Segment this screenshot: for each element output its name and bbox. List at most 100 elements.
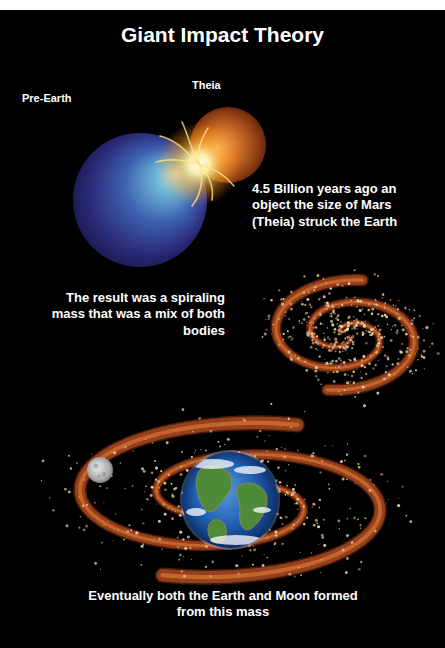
debris-particle <box>378 360 379 361</box>
debris-particle <box>270 299 272 301</box>
debris-particle <box>338 391 340 393</box>
debris-particle <box>390 299 392 301</box>
spiral-arm <box>348 341 349 342</box>
spiral-arm <box>346 341 349 344</box>
debris-particle <box>287 330 289 332</box>
impact-flame <box>192 164 202 206</box>
spiral-arm <box>347 340 350 343</box>
debris-particle <box>328 292 331 295</box>
debris-particle <box>316 274 319 277</box>
spiral-arm <box>349 337 350 338</box>
debris-particle <box>346 342 348 344</box>
debris-particle <box>411 319 414 322</box>
spiral-arm <box>311 335 316 340</box>
debris-particle <box>290 308 293 311</box>
debris-particle <box>323 295 326 298</box>
debris-particle <box>425 326 428 329</box>
debris-particle <box>365 330 367 332</box>
spiral-arm <box>288 418 298 431</box>
debris-particle <box>354 269 356 271</box>
debris-particle <box>409 372 410 373</box>
debris-particle <box>282 298 284 300</box>
debris-particle <box>347 322 349 324</box>
debris-particle <box>320 323 322 325</box>
spiral-arm <box>328 385 332 395</box>
spiral-arm <box>358 274 362 287</box>
debris-particle <box>397 330 399 332</box>
debris-particle <box>377 313 379 315</box>
debris-particle <box>398 300 400 302</box>
debris-particle <box>374 364 376 366</box>
debris-particle <box>338 345 340 347</box>
debris-particle <box>325 308 328 311</box>
debris-particle <box>412 336 414 338</box>
debris-particle <box>298 320 300 322</box>
debris-particle <box>273 324 275 326</box>
spiral-arm <box>346 342 349 345</box>
debris-particle <box>310 306 312 308</box>
debris-particle <box>314 333 316 335</box>
debris-particle <box>348 282 351 285</box>
debris-particle <box>340 346 341 347</box>
debris-particle <box>288 318 289 319</box>
debris-particle <box>348 316 351 319</box>
debris-particle <box>352 341 354 343</box>
debris-particle <box>344 325 345 326</box>
debris-particle <box>330 343 332 345</box>
debris-particle <box>340 394 341 395</box>
spiral-arm <box>346 339 352 345</box>
spiral-arm <box>328 384 332 397</box>
debris-particle <box>354 297 355 298</box>
debris-particle <box>409 349 412 352</box>
debris-particle <box>337 371 338 372</box>
debris-particle <box>281 303 284 306</box>
debris-particle <box>360 371 361 372</box>
debris-particle <box>315 348 317 350</box>
debris-particle <box>350 381 351 382</box>
debris-particle <box>308 330 310 332</box>
debris-particle <box>336 370 338 372</box>
debris-particle <box>317 379 320 382</box>
debris-particle <box>361 323 363 325</box>
debris-particle <box>315 366 318 369</box>
debris-particle <box>409 370 412 373</box>
debris-particle <box>290 291 293 294</box>
debris-particle <box>412 373 413 374</box>
spiral-arm <box>340 326 343 329</box>
debris-particle <box>325 305 327 307</box>
debris-particle <box>400 351 403 354</box>
debris-particle <box>374 303 376 305</box>
debris-particle <box>288 350 291 353</box>
spiral-arm <box>348 341 349 342</box>
debris-particle <box>372 367 374 369</box>
spiral-arm <box>338 325 344 331</box>
debris-particle <box>351 335 354 338</box>
debris-particle <box>303 318 306 321</box>
debris-particle <box>324 339 326 341</box>
debris-particle <box>378 338 381 341</box>
spiral-arm <box>347 342 348 343</box>
debris-particle <box>340 325 342 327</box>
debris-particle <box>284 315 286 317</box>
spiral-arm <box>344 340 350 346</box>
debris-particle <box>340 347 341 348</box>
spiral-arm <box>343 322 350 328</box>
spiral-arm <box>341 325 344 328</box>
debris-particle <box>334 328 337 331</box>
debris-particle <box>401 343 403 345</box>
debris-spiral <box>41 403 412 578</box>
debris-particle <box>313 289 315 291</box>
debris-particle <box>391 329 392 330</box>
debris-particle <box>313 322 314 323</box>
spiral-arm <box>311 334 316 339</box>
spiral-arm <box>346 339 352 345</box>
debris-particle <box>278 343 280 345</box>
debris-particle <box>368 303 370 305</box>
debris-particle <box>356 333 358 335</box>
debris-particle <box>415 369 417 371</box>
spiral-arm <box>341 326 342 327</box>
debris-particle <box>371 313 374 316</box>
debris-particle <box>361 359 364 362</box>
debris-particle <box>329 362 332 365</box>
debris-particle <box>375 300 377 302</box>
